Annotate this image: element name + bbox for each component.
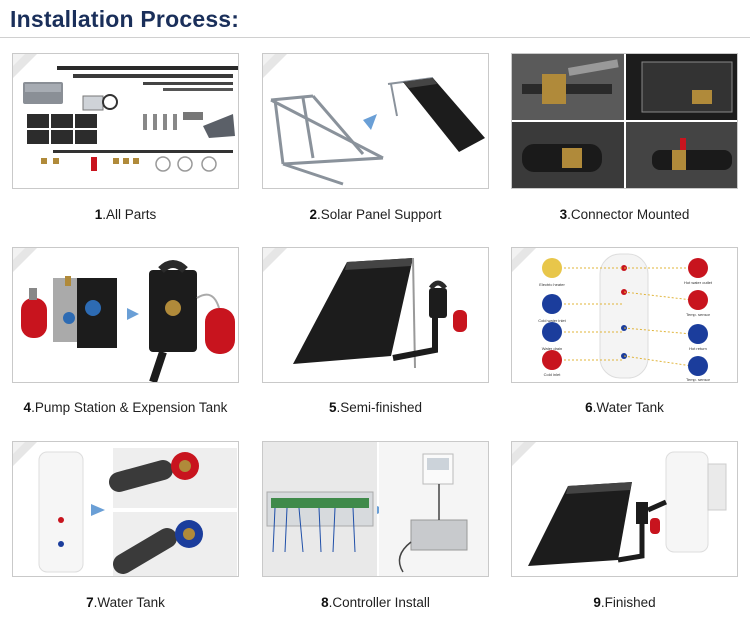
step-8-image (262, 441, 489, 577)
tank-label-left-0: Electric heater (539, 282, 565, 287)
step-4-caption: 4.Pump Station & Expension Tank (23, 400, 228, 415)
water-tank-diagram: Electric heater Cold water inlet Water d… (538, 253, 713, 382)
step-2-image (262, 53, 489, 189)
water-tank-connection-illustration (38, 448, 237, 576)
semi-finished-illustration (293, 257, 467, 369)
step-9-caption: 9.Finished (593, 595, 656, 610)
step-6-image: Electric heater Cold water inlet Water d… (511, 247, 738, 383)
arrow-icon (91, 504, 105, 516)
step-1-image (12, 53, 239, 189)
page-title: Installation Process: (10, 6, 240, 32)
tank-label-right-1: Temp. sensor (686, 312, 711, 317)
step-5-image (262, 247, 489, 383)
pump-station-illustration (21, 260, 235, 382)
step-5-caption: 5.Semi-finished (328, 400, 423, 415)
step-3-image (511, 53, 738, 189)
controller-install-illustration (263, 442, 488, 576)
solar-panel-support-illustration (270, 77, 485, 186)
tank-label-left-3: Cold inlet (544, 372, 562, 377)
tank-label-left-1: Cold water inlet (538, 318, 566, 323)
tank-label-left-2: Water drain (542, 346, 563, 351)
step-7-caption: 7.Water Tank (86, 595, 165, 610)
finished-system-illustration (528, 451, 727, 566)
step-1-caption: 1.All Parts (94, 207, 157, 222)
step-7-image (12, 441, 239, 577)
arrow-icon (363, 114, 377, 130)
header-divider (0, 37, 750, 38)
step-2-caption: 2.Solar Panel Support (309, 207, 442, 222)
step-4-image (12, 247, 239, 383)
step-8-caption: 8.Controller Install (321, 595, 430, 610)
step-6-caption: 6.Water Tank (585, 400, 664, 415)
connector-mounted-illustration (512, 54, 737, 188)
header: Installation Process: (0, 0, 750, 38)
tank-label-right-2: Hot return (689, 346, 707, 351)
all-parts-illustration (23, 66, 238, 172)
arrow-icon (127, 308, 139, 320)
step-9-image (511, 441, 738, 577)
step-3-caption: 3.Connector Mounted (559, 207, 690, 222)
tank-label-right-0: Hot water outlet (684, 280, 713, 285)
tank-label-right-3: Temp. sensor (686, 377, 711, 382)
